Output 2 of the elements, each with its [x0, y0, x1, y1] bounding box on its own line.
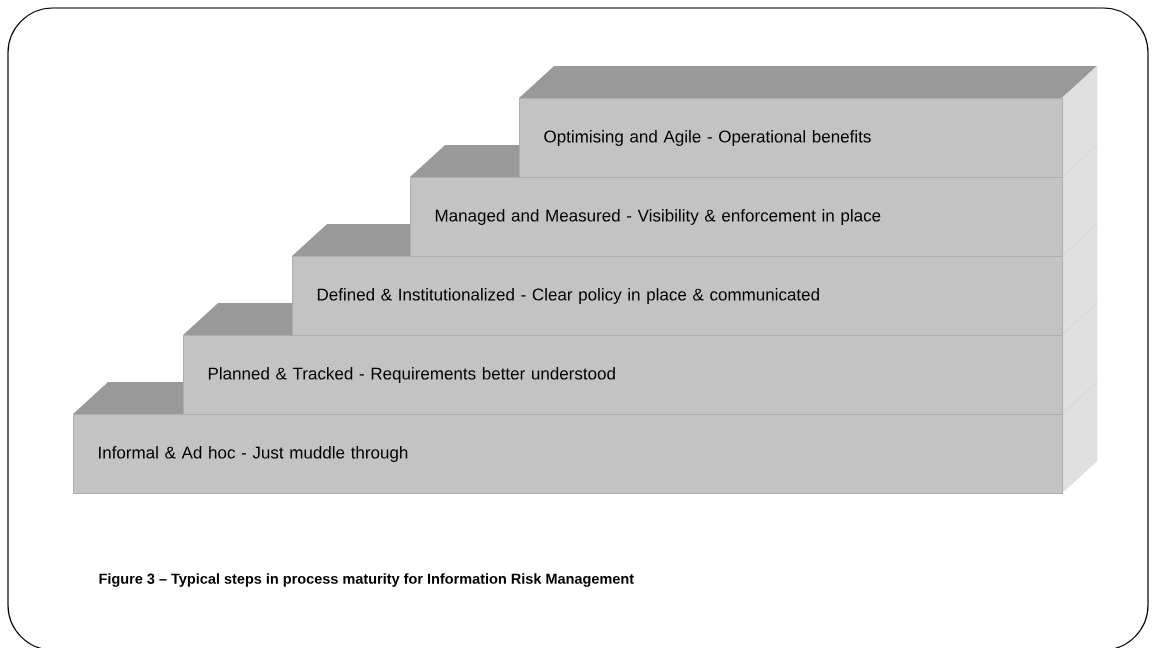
caption: Figure 3 – Typical steps in process maturity for Information Risk Management [99, 573, 634, 587]
step-block: Optimising and Agile - Operational benefits [519, 65, 1098, 178]
